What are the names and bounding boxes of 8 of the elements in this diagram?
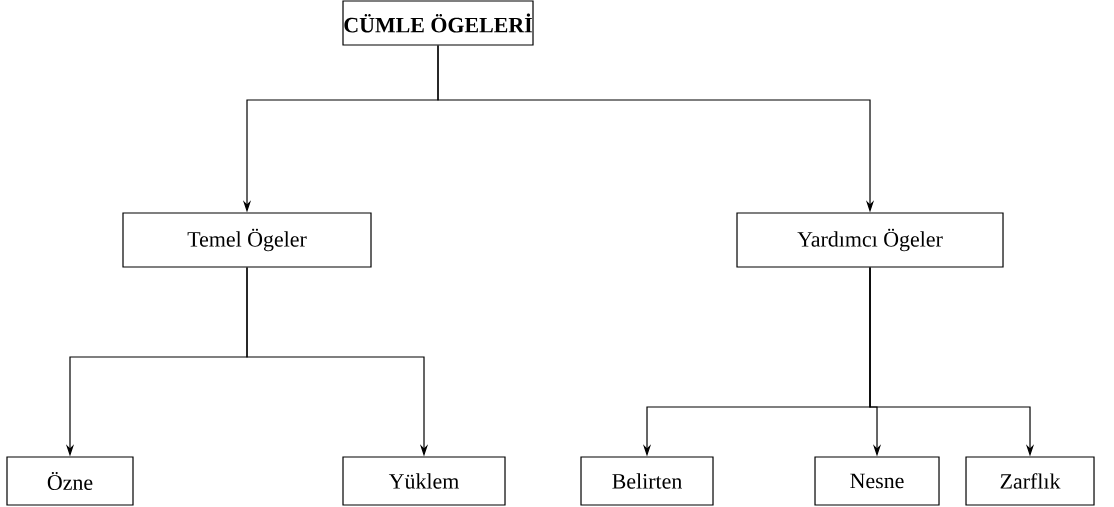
title-box: CÜMLE ÖGELERİ xyxy=(342,0,534,46)
category-box: Belirten xyxy=(580,456,714,506)
category-box: Özne xyxy=(6,456,134,506)
category-box: Yardımcı Ögeler xyxy=(736,212,1004,268)
category-box: Yüklem xyxy=(342,456,506,506)
category-box: Zarflık xyxy=(965,456,1095,506)
category-box: Temel Ögeler xyxy=(122,212,372,268)
category-box: Nesne xyxy=(814,456,940,506)
